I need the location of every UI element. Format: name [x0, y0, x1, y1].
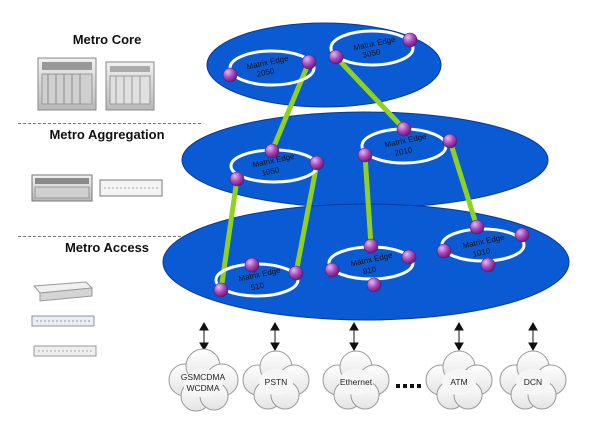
link-3050-2010	[333, 54, 407, 132]
node	[301, 54, 317, 70]
node	[436, 243, 452, 259]
metro-core-title: Metro Core	[72, 32, 142, 47]
ring-label-810-line2: 810	[362, 265, 377, 277]
node	[244, 257, 260, 273]
ring-3050	[329, 29, 415, 67]
node	[222, 67, 238, 83]
ellipsis-dots	[396, 384, 421, 388]
access-equipment-images	[31, 281, 97, 357]
ring-nodes	[213, 32, 530, 298]
node	[363, 238, 379, 254]
node	[213, 282, 229, 298]
node	[402, 32, 418, 48]
service-label-ethernet: Ethernet	[340, 377, 373, 387]
link-2010-1010	[447, 138, 480, 230]
ring-label-510-line2: 510	[250, 281, 265, 293]
link-1050-510-right	[293, 160, 320, 276]
aggregation-equipment-images	[31, 174, 163, 202]
node	[480, 257, 496, 273]
node	[469, 219, 485, 235]
node	[288, 265, 304, 281]
service-label-dcn: DCN	[524, 377, 542, 387]
node	[328, 49, 344, 65]
service-label-pstn: PSTN	[265, 377, 288, 387]
node	[442, 133, 458, 149]
service-label-gsm-line1: GSMCDMA	[181, 372, 226, 382]
service-arrows	[199, 321, 538, 352]
aggregation-divider	[18, 236, 201, 237]
node	[366, 277, 382, 293]
ring-label-3050-line2: 3050	[362, 47, 382, 60]
node	[514, 227, 530, 243]
node	[324, 262, 340, 278]
link-2010-810	[362, 152, 374, 249]
ring-label-2010-line2: 2010	[394, 145, 414, 158]
ring-label-1010-line2: 1010	[472, 246, 492, 259]
service-label-atm: ATM	[450, 377, 467, 387]
ring-label-1050-line2: 1050	[261, 165, 281, 178]
core-divider	[18, 123, 201, 124]
node	[264, 143, 280, 159]
node	[396, 121, 412, 137]
metro-access-title: Metro Access	[64, 240, 150, 255]
node	[357, 147, 373, 163]
node	[229, 171, 245, 187]
node	[309, 155, 325, 171]
ring-label-2050-line2: 2050	[256, 66, 276, 79]
link-2050-1050	[269, 59, 312, 154]
core-equipment-images	[37, 57, 155, 111]
node	[401, 249, 417, 265]
service-label-gsm-line2: WCDMA	[186, 383, 219, 393]
metro-aggregation-title: Metro Aggregation	[49, 127, 165, 142]
